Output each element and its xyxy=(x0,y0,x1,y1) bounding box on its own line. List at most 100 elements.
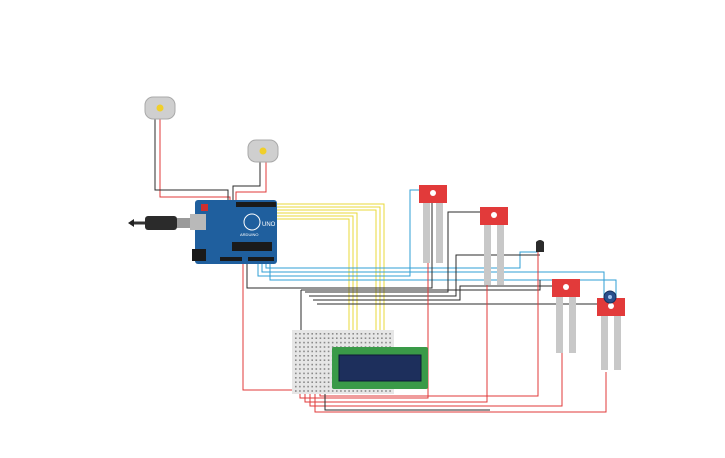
breadboard-hole xyxy=(348,337,350,339)
analog-header[interactable] xyxy=(248,257,274,261)
arduino-logo-icon xyxy=(243,213,261,231)
breadboard-hole xyxy=(299,350,301,353)
breadboard-hole xyxy=(385,390,387,392)
breadboard-hole xyxy=(319,350,322,353)
wire-blue-sensor3[interactable] xyxy=(261,262,605,300)
breadboard-hole xyxy=(344,337,346,339)
soil-sensor-2[interactable] xyxy=(480,207,508,285)
wire-yellow-3[interactable] xyxy=(277,209,377,338)
breadboard-hole xyxy=(295,341,297,344)
breadboard-hole xyxy=(307,337,309,339)
breadboard-hole xyxy=(344,341,346,344)
breadboard-hole xyxy=(303,337,305,339)
breadboard-hole xyxy=(295,377,297,379)
soil-sensor-3[interactable] xyxy=(552,279,580,353)
wire-blue-temp[interactable] xyxy=(265,251,538,269)
breadboard-hole xyxy=(327,363,330,366)
breadboard-hole xyxy=(295,333,297,335)
breadboard-hole xyxy=(344,333,346,335)
breadboard-hole xyxy=(389,333,391,335)
breadboard-hole xyxy=(381,390,383,392)
motor-shaft-icon xyxy=(259,147,267,155)
breadboard-hole xyxy=(372,333,375,335)
reset-button[interactable] xyxy=(201,204,208,211)
breadboard-hole xyxy=(372,341,375,344)
digital-header[interactable] xyxy=(236,202,276,207)
breadboard-hole xyxy=(299,337,301,339)
breadboard-hole xyxy=(319,341,322,344)
breadboard-hole xyxy=(327,372,330,375)
wire-5v-sensor4[interactable] xyxy=(314,372,607,413)
wire-blue-sensor4[interactable] xyxy=(269,262,617,298)
breadboard-hole xyxy=(327,333,330,335)
breadboard-hole xyxy=(323,368,326,370)
board-brand-text: ARDUINO xyxy=(240,232,258,237)
breadboard-hole xyxy=(319,346,322,348)
usb-cable[interactable] xyxy=(128,216,195,230)
breadboard-hole xyxy=(336,333,338,335)
breadboard-hole xyxy=(377,390,379,392)
lcd-screen xyxy=(339,355,421,381)
soil-sensor-1[interactable] xyxy=(419,185,447,263)
potentiometer[interactable] xyxy=(603,290,617,304)
wire-yellow-1[interactable] xyxy=(277,203,385,338)
soil-sensor-4[interactable] xyxy=(597,298,625,370)
breadboard-hole xyxy=(299,341,301,344)
breadboard-hole xyxy=(311,359,313,361)
temp-sensor[interactable] xyxy=(536,240,544,252)
lcd-16x2[interactable] xyxy=(332,347,428,389)
wire-blue-sensor1[interactable] xyxy=(257,189,424,277)
breadboard-hole xyxy=(360,333,363,335)
breadboard-hole xyxy=(331,390,334,392)
wire-motor1-black[interactable] xyxy=(154,118,229,205)
breadboard-hole xyxy=(307,341,309,344)
breadboard-hole xyxy=(295,381,297,383)
arduino-uno-board[interactable]: UNO ARDUINO xyxy=(190,200,277,264)
breadboard-hole xyxy=(303,350,305,353)
wire-motor1-red[interactable] xyxy=(159,118,231,205)
wire-motor2-red[interactable] xyxy=(235,162,267,205)
breadboard-hole xyxy=(319,377,322,379)
power-header[interactable] xyxy=(220,257,242,261)
breadboard-hole xyxy=(315,359,318,361)
breadboard-hole xyxy=(340,333,342,335)
breadboard-hole xyxy=(299,381,301,383)
wire-yellow-6[interactable] xyxy=(277,218,350,338)
breadboard-hole xyxy=(356,337,359,339)
breadboard-hole xyxy=(323,385,326,388)
wire-gnd-1[interactable] xyxy=(246,200,433,289)
breadboard-hole xyxy=(295,337,297,339)
breadboard-hole xyxy=(303,359,305,361)
wire-motor2-black[interactable] xyxy=(232,162,261,205)
breadboard-hole xyxy=(303,341,305,344)
breadboard-hole xyxy=(315,381,318,383)
wire-5v-sensor2[interactable] xyxy=(304,280,488,403)
breadboard-hole xyxy=(311,350,313,353)
wire-yellow-2[interactable] xyxy=(277,206,381,338)
breadboard-hole xyxy=(295,368,297,370)
wire-gnd-3[interactable] xyxy=(305,211,490,293)
breadboard-hole xyxy=(303,363,305,366)
wire-5v-sensor1[interactable] xyxy=(299,262,429,399)
wire-gnd-7[interactable] xyxy=(301,280,541,291)
wire-yellow-5[interactable] xyxy=(277,215,354,338)
breadboard-hole xyxy=(323,381,326,383)
breadboard-hole xyxy=(340,341,342,344)
motor-1[interactable] xyxy=(144,96,176,120)
breadboard-hole xyxy=(307,368,309,370)
breadboard-hole xyxy=(340,337,342,339)
breadboard-hole xyxy=(295,372,297,375)
wire-5v-sensor3[interactable] xyxy=(309,352,563,407)
wire-5v-breadboard[interactable] xyxy=(242,262,296,391)
breadboard-hole xyxy=(348,333,350,335)
sensor-led-icon xyxy=(430,190,436,196)
breadboard-hole xyxy=(319,381,322,383)
breadboard-hole xyxy=(323,346,326,348)
motor-2[interactable] xyxy=(247,139,279,163)
breadboard-hole xyxy=(327,390,330,392)
breadboard-hole xyxy=(323,372,326,375)
wire-gnd-lcd[interactable] xyxy=(324,392,490,411)
wire-gnd-5[interactable] xyxy=(313,285,562,301)
breadboard-hole xyxy=(307,372,309,375)
breadboard-hole xyxy=(340,390,342,392)
